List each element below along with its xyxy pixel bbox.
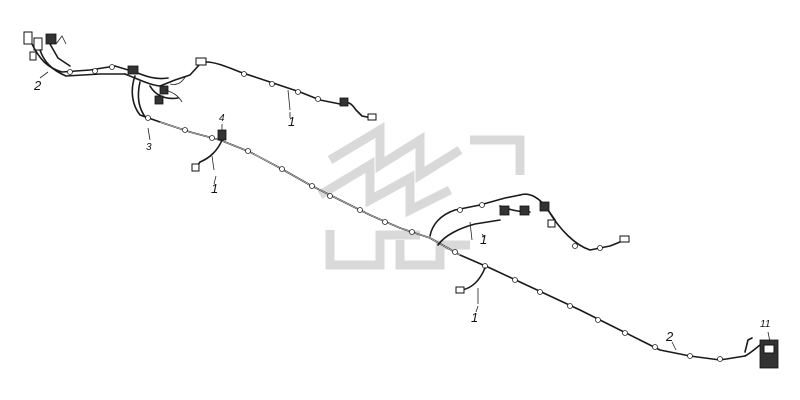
callout-2-left: 2 [33,78,42,93]
harness-lower-branch [455,267,486,304]
harness-right-end [744,331,779,369]
connector-mid-2 [519,205,530,216]
callout-3: 3 [146,142,152,153]
connector-mid-end [619,235,630,243]
connector-mid-4 [547,219,556,228]
connector-left-4 [29,51,37,61]
connector-branch-top [339,97,349,107]
callout-1-bottom: 1 [471,310,478,325]
leader-lines [39,71,677,351]
connector-left-3 [45,33,57,45]
connector-cluster-1 [127,65,139,75]
callout-1-left: 1 [211,181,218,196]
watermark-logo [317,122,525,270]
connector-lower-branch [455,286,465,294]
connector-left-1 [23,31,33,45]
harness-mid-right-cluster [429,193,630,251]
callout-1-top: 1 [288,114,295,129]
callout-2-right: 2 [665,329,674,344]
connector-item-1-left [191,163,200,172]
connector-branch-top-end [367,113,377,121]
connector-item-11-face [763,344,775,354]
connector-cluster-4 [195,57,207,66]
connector-cluster-3 [154,95,164,105]
callout-1-mid: 1 [480,232,487,247]
callout-11: 11 [760,319,770,330]
callout-4: 4 [219,113,225,124]
harness-left-assembly [23,31,377,121]
connector-cluster-2 [159,85,169,95]
connector-mid-3 [539,201,550,212]
connector-left-2 [33,37,43,51]
connector-item-4 [217,129,227,141]
connector-mid-1 [499,205,510,216]
connector-item-11 [759,339,779,369]
